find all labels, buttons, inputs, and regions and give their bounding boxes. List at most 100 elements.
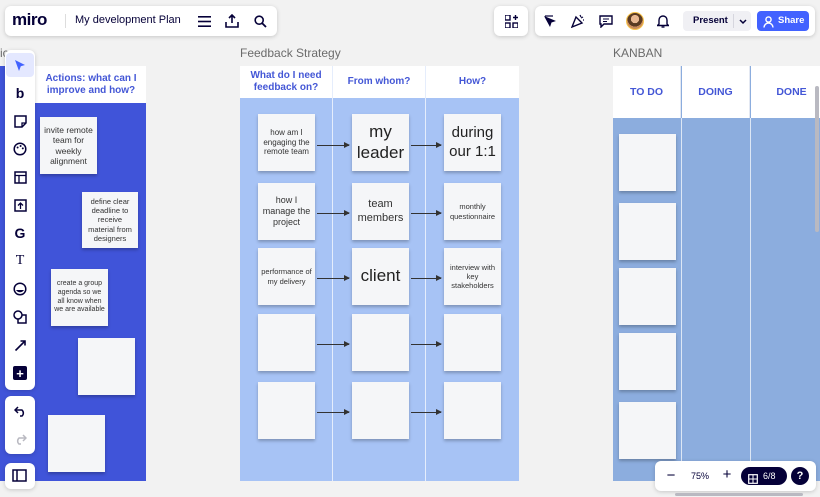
zoom-out-button[interactable]: − <box>666 467 676 484</box>
search-icon[interactable] <box>251 12 269 30</box>
shapes-tool-icon[interactable] <box>6 305 34 329</box>
help-icon: ? <box>796 470 804 482</box>
horizontal-scrollbar[interactable] <box>675 493 803 496</box>
sticky-note[interactable] <box>444 314 501 371</box>
upload-icon[interactable] <box>223 12 241 30</box>
share-label: Share <box>778 15 805 26</box>
vertical-scrollbar[interactable] <box>815 86 819 232</box>
sticky-note[interactable] <box>352 382 409 439</box>
connector-arrow[interactable] <box>411 142 442 148</box>
upload-tool-icon[interactable] <box>6 193 34 217</box>
connector-arrow[interactable] <box>411 409 442 415</box>
connector-arrow[interactable] <box>411 210 442 216</box>
zoom-in-button[interactable]: + <box>722 466 732 483</box>
kanban-col-header: DOING <box>682 66 750 118</box>
actions-frame-header: Actions: what can I improve and how? <box>30 66 146 103</box>
history-toolbar <box>5 396 35 454</box>
connector-arrow[interactable] <box>317 409 350 415</box>
sticky-text: monthly questionnaire <box>449 202 496 221</box>
sticky-note[interactable] <box>619 134 676 191</box>
sticky-note[interactable]: create a group agenda so we all know whe… <box>51 269 108 326</box>
sticky-note[interactable] <box>619 268 676 325</box>
chevron-down-icon[interactable] <box>733 14 749 28</box>
notification-bell-icon[interactable] <box>654 13 672 29</box>
avatar[interactable] <box>626 12 644 30</box>
sticky-note[interactable] <box>258 382 315 439</box>
sticky-note[interactable]: during our 1:1 <box>444 114 501 171</box>
help-button[interactable]: ? <box>791 467 809 485</box>
sticky-note[interactable]: interview with key stakeholders <box>444 248 501 305</box>
board-name[interactable]: My development Plan <box>75 14 181 26</box>
feedback-strategy-title: Feedback Strategy <box>240 46 341 60</box>
sticky-text: my leader <box>356 121 405 162</box>
feedback-col-header: From whom? <box>333 66 425 98</box>
connector-arrow[interactable] <box>317 341 350 347</box>
text-b-tool-icon[interactable]: b <box>15 85 25 101</box>
redo-icon[interactable] <box>6 427 34 451</box>
connector-arrow[interactable] <box>317 275 350 281</box>
sticky-note[interactable]: performance of my delivery <box>258 248 315 305</box>
sticky-note[interactable]: team members <box>352 183 409 240</box>
present-button[interactable]: Present <box>683 11 751 31</box>
connector-arrow[interactable] <box>411 341 442 347</box>
feedback-col-header-text: From whom? <box>347 76 411 87</box>
connector-arrow[interactable] <box>317 210 350 216</box>
actions-frame-cut-label: ic <box>0 46 9 60</box>
frames-grid-icon <box>748 471 758 489</box>
share-button[interactable]: Share <box>757 11 809 31</box>
divider <box>65 14 66 28</box>
column-divider <box>750 118 751 481</box>
sticky-note[interactable] <box>78 338 135 395</box>
connector-arrow[interactable] <box>411 275 442 281</box>
cursor-pointer-icon[interactable] <box>541 13 559 29</box>
sticky-text: how I manage the project <box>262 195 311 227</box>
actions-header-text: Actions: what can I improve and how? <box>45 72 137 96</box>
sticky-note[interactable]: how am I engaging the remote team <box>258 114 315 171</box>
sticky-text: during our 1:1 <box>449 124 496 160</box>
column-divider <box>425 66 426 481</box>
page-count: 6/8 <box>763 471 776 481</box>
feedback-col-header: How? <box>426 66 519 98</box>
frames-panel-button[interactable] <box>5 463 35 489</box>
sticky-note[interactable] <box>258 314 315 371</box>
miro-logo[interactable]: miro <box>12 10 47 29</box>
sticky-text: create a group agenda so we all know whe… <box>54 280 105 314</box>
feedback-col-header-text: What do I need feedback on? <box>250 70 322 93</box>
sticky-text: performance of my delivery <box>261 267 312 286</box>
palette-tool-icon[interactable] <box>6 137 34 161</box>
text-tool-icon[interactable]: T <box>15 253 25 268</box>
apps-grid-icon[interactable] <box>502 13 520 29</box>
sticky-note[interactable] <box>48 415 105 472</box>
connector-arrow[interactable] <box>317 142 350 148</box>
sticky-note[interactable] <box>619 402 676 459</box>
sticky-note-tool-icon[interactable] <box>6 109 34 133</box>
add-more-tool-icon[interactable]: + <box>6 361 34 385</box>
pages-pill[interactable]: 6/8 <box>741 467 787 485</box>
sticky-note[interactable]: invite remote team for weekly alignment <box>40 117 97 174</box>
sticky-note[interactable]: my leader <box>352 114 409 171</box>
sticky-note[interactable]: define clear deadline to receive materia… <box>82 192 138 248</box>
top-left-toolbar: miro My development Plan <box>5 6 277 36</box>
sticky-note[interactable] <box>619 203 676 260</box>
sticky-note[interactable] <box>619 333 676 390</box>
sticky-text: team members <box>357 198 404 224</box>
select-tool-icon[interactable] <box>6 53 34 77</box>
kanban-col-header: TO DO <box>613 66 681 118</box>
pen-tool-icon[interactable] <box>6 333 34 357</box>
column-divider <box>332 66 333 481</box>
template-tool-icon[interactable] <box>6 165 34 189</box>
sticky-note[interactable] <box>444 382 501 439</box>
zoom-level[interactable]: 75% <box>691 471 710 481</box>
sticky-note[interactable]: monthly questionnaire <box>444 183 501 240</box>
hamburger-menu-icon[interactable] <box>195 12 213 30</box>
comment-icon[interactable] <box>597 13 615 29</box>
sidebar-panel-icon <box>12 469 27 482</box>
undo-icon[interactable] <box>6 399 34 423</box>
sticky-note[interactable]: how I manage the project <box>258 183 315 240</box>
sticky-text: client <box>360 266 401 286</box>
sticky-note[interactable]: client <box>352 248 409 305</box>
emoji-tool-icon[interactable] <box>6 277 34 301</box>
celebrate-icon[interactable] <box>569 13 587 29</box>
google-tool-icon[interactable]: G <box>14 225 26 241</box>
sticky-note[interactable] <box>352 314 409 371</box>
